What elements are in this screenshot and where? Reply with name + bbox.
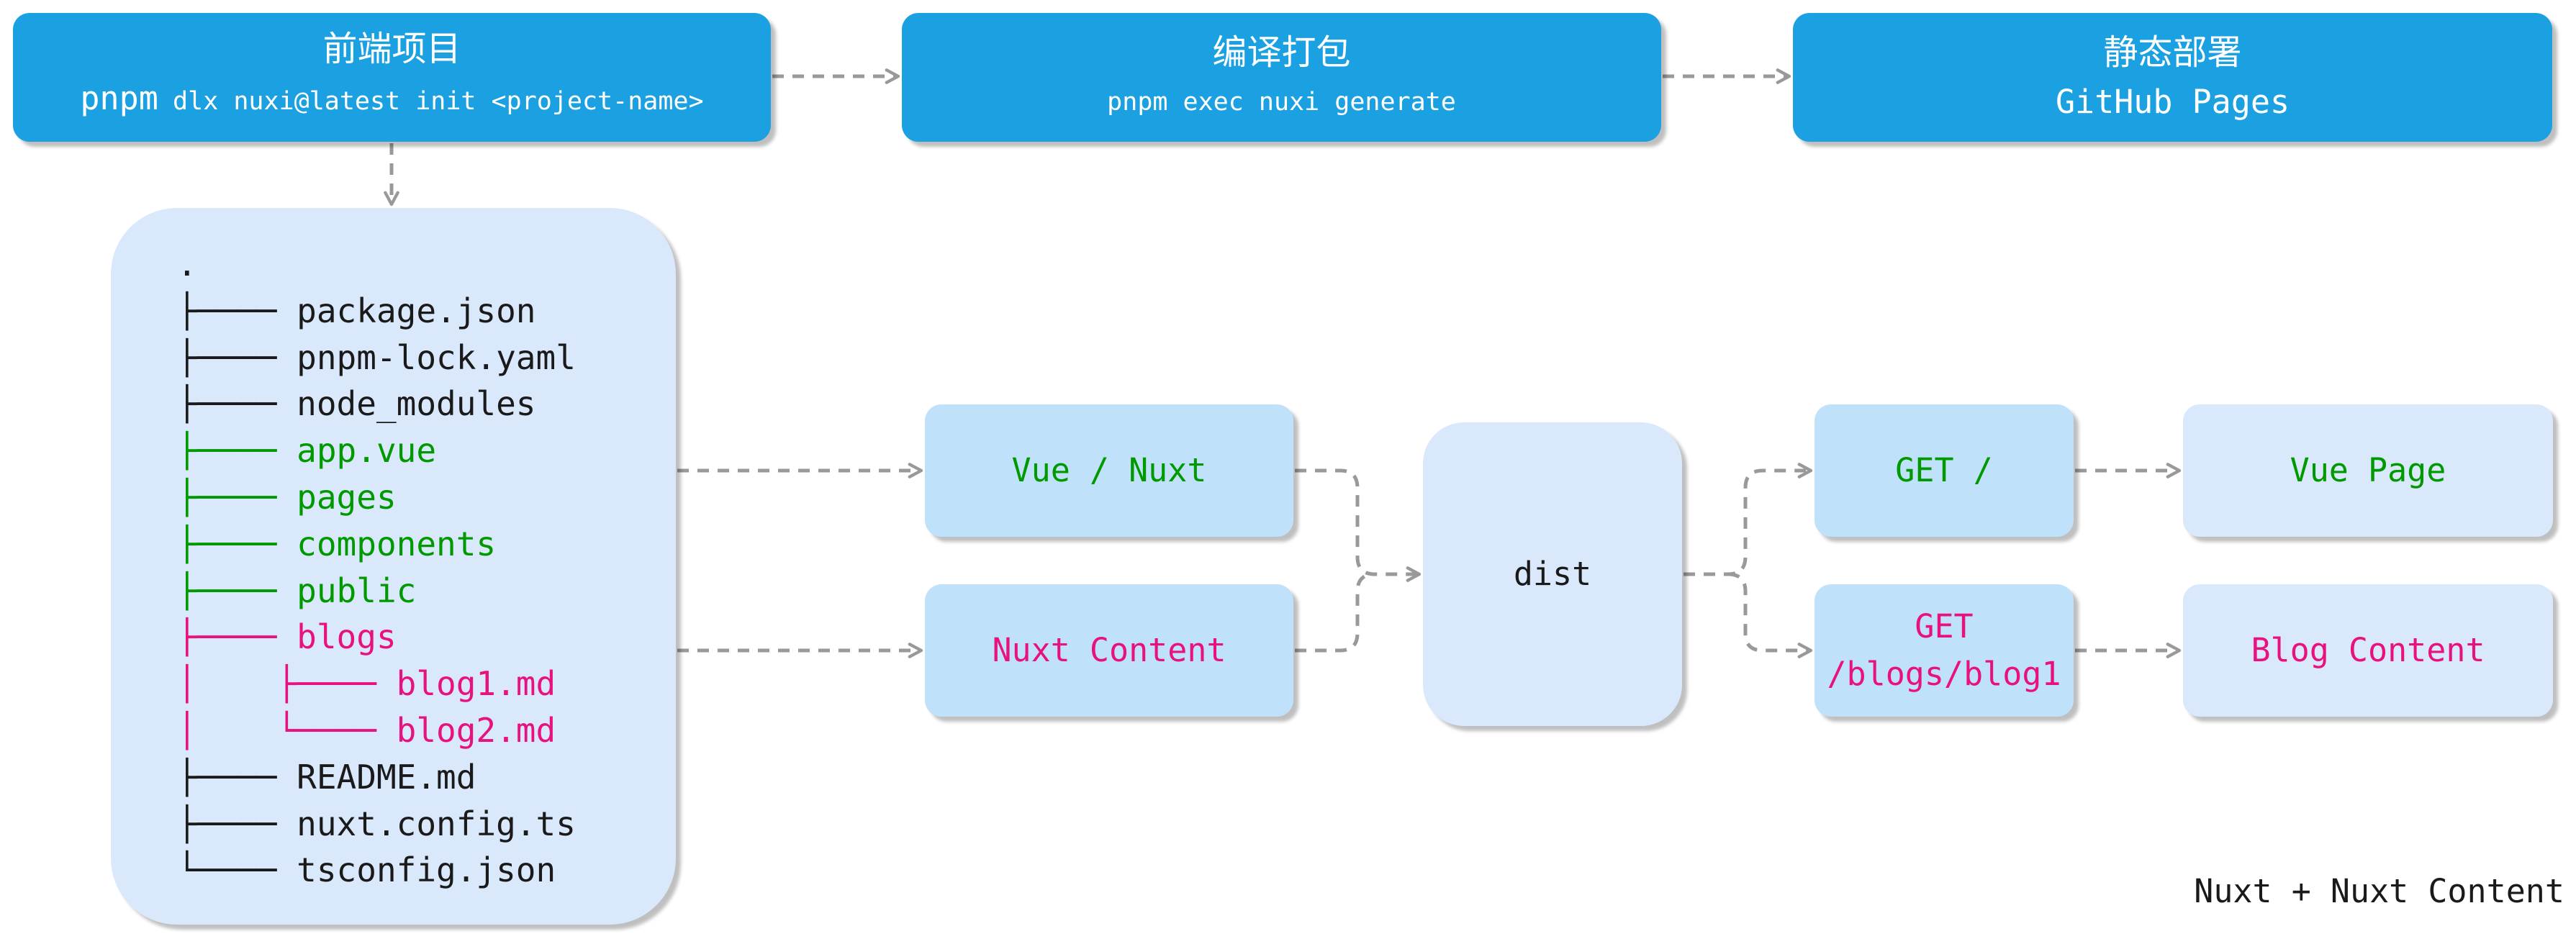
tree-entry: │ └──── blog2.md <box>177 707 576 754</box>
tree-branch: ├──── <box>177 477 277 517</box>
page-blog-content: Blog Content <box>2183 584 2553 717</box>
tree-entry-name: app.vue <box>297 431 437 471</box>
stage-command: pnpm dlx nuxi@latest init <project-name> <box>80 73 703 131</box>
tree-entry: ├──── pnpm-lock.yaml <box>177 335 576 381</box>
connectors <box>384 68 2182 658</box>
tree-branch: ├──── <box>177 757 277 797</box>
tree-entry-name: components <box>297 524 497 563</box>
node-label: Nuxt Content <box>992 631 1226 669</box>
tree-entry: ├──── pages <box>177 474 576 521</box>
tree-root: . <box>177 245 197 283</box>
tree-entry-name: node_modules <box>297 384 536 424</box>
connector-content-to-dist <box>1295 572 1375 653</box>
tree-entry-name: tsconfig.json <box>297 850 556 890</box>
tree-entry-name: blog2.md <box>396 710 556 750</box>
route-label-line: GET <box>1915 607 1974 645</box>
source-nuxt-content: Nuxt Content <box>925 584 1293 717</box>
build-output-dist: dist <box>1423 422 1682 726</box>
tree-branch: │ ├──── <box>177 664 376 704</box>
tree-branch: │ └──── <box>177 710 376 750</box>
node-label: Vue Page <box>2290 451 2446 489</box>
stage-build: 编译打包 pnpm exec nuxi generate <box>902 13 1661 142</box>
stage-title: 前端项目 <box>322 28 461 69</box>
tree-entry: │ ├──── blog1.md <box>177 661 576 707</box>
route-root: GET / <box>1815 404 2074 537</box>
tree-branch: └──── <box>177 850 277 890</box>
node-label: dist <box>1513 555 1592 593</box>
route-blog: GET /blogs/blog1 <box>1815 584 2074 717</box>
page-vue: Vue Page <box>2183 404 2553 537</box>
tree-branch: ├──── <box>177 431 277 471</box>
tree-branch: ├──── <box>177 524 277 563</box>
tree-entry: ├──── public <box>177 568 576 614</box>
tree-entry: ├──── node_modules <box>177 381 576 427</box>
stage-deploy: 静态部署 GitHub Pages <box>1793 13 2552 142</box>
tree-entry: ├──── app.vue <box>177 427 576 474</box>
tree-entry-name: pnpm-lock.yaml <box>297 337 576 377</box>
tree-entry-name: public <box>297 571 417 610</box>
tree-entry: └──── tsconfig.json <box>177 847 576 894</box>
node-label: Blog Content <box>2251 631 2485 669</box>
tree-entry-name: nuxt.config.ts <box>297 804 576 843</box>
tree-entry-name: pages <box>297 477 397 517</box>
command-args: dlx nuxi@latest init <project-name> <box>173 86 704 116</box>
tree-entry: ├──── blogs <box>177 614 576 661</box>
tree-branch: ├──── <box>177 617 277 657</box>
stage-command: pnpm exec nuxi generate <box>1107 87 1456 117</box>
project-tree: . ├────package.json ├────pnpm-lock.yaml … <box>177 241 576 894</box>
connector-dist-to-route-root <box>1684 463 1813 576</box>
tree-entry-name: blog1.md <box>396 664 556 704</box>
connector-vue-to-dist <box>1295 468 1422 582</box>
diagram-caption: Nuxt + Nuxt Content <box>2194 872 2564 910</box>
route-label-line: /blogs/blog1 <box>1827 655 2061 693</box>
tree-branch: ├──── <box>177 291 277 330</box>
tree-entry-name: README.md <box>297 757 476 797</box>
tree-branch: ├──── <box>177 337 277 377</box>
stage-title: 编译打包 <box>1212 32 1351 73</box>
stage-title: 静态部署 <box>2103 32 2242 73</box>
tree-entry: ├──── nuxt.config.ts <box>177 801 576 848</box>
tree-branch: ├──── <box>177 384 277 424</box>
route-label-line: GET / <box>1895 451 1993 489</box>
tree-branch: ├──── <box>177 804 277 843</box>
tree-branch: ├──── <box>177 571 277 610</box>
tree-entry-name: package.json <box>297 291 536 330</box>
stage-target: GitHub Pages <box>2055 82 2290 121</box>
source-vue-nuxt: Vue / Nuxt <box>925 404 1293 537</box>
project-tree-panel: . ├────package.json ├────pnpm-lock.yaml … <box>111 208 676 925</box>
tree-entry: ├──── package.json <box>177 288 576 335</box>
connector-dist-to-route-blog <box>1727 572 1813 658</box>
tree-entry: ├──── components <box>177 521 576 568</box>
command-lead: pnpm <box>80 78 158 117</box>
node-label: Vue / Nuxt <box>1011 451 1207 489</box>
tree-entry: ├──── README.md <box>177 754 576 801</box>
stage-project: 前端项目 pnpm dlx nuxi@latest init <project-n… <box>13 13 771 142</box>
tree-entry-name: blogs <box>297 617 397 657</box>
